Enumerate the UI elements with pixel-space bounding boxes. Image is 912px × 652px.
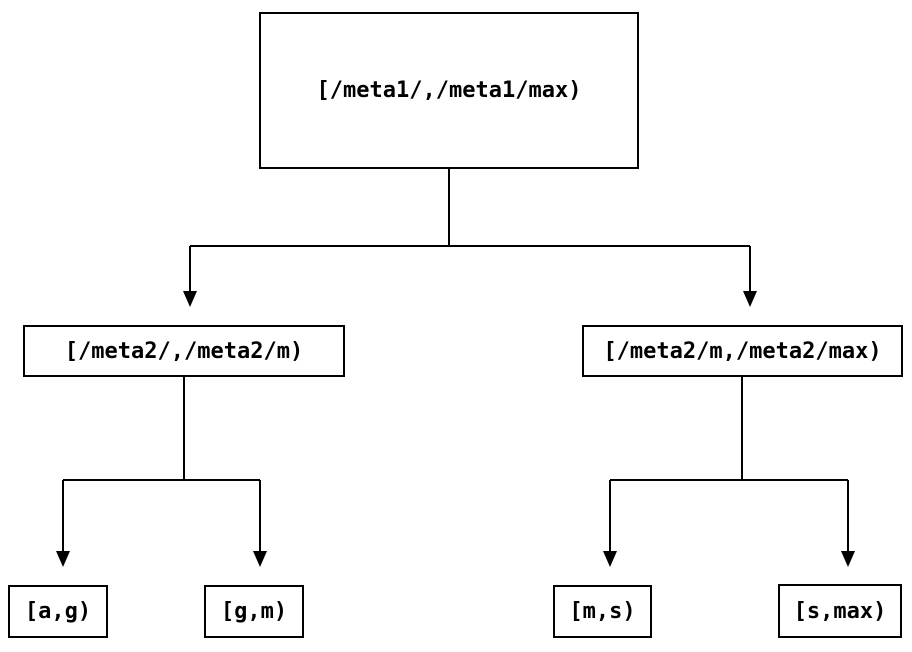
arrowhead-to-leaf-gm <box>253 551 267 567</box>
node-leaf-gm: [g,m) <box>204 585 304 638</box>
arrowhead-to-meta2-low <box>183 291 197 307</box>
node-leaf-ag: [a,g) <box>8 585 108 638</box>
node-leaf-ms: [m,s) <box>553 585 652 638</box>
node-meta2-low-range: [/meta2/,/meta2/m) <box>23 325 345 377</box>
edge-meta2-low-to-children <box>62 377 261 551</box>
node-meta2-high-range: [/meta2/m,/meta2/max) <box>582 325 903 377</box>
edge-root-to-children <box>189 169 751 291</box>
arrowhead-to-leaf-ag <box>56 551 70 567</box>
node-meta1-range: [/meta1/,/meta1/max) <box>259 12 639 169</box>
arrowhead-to-leaf-ms <box>603 551 617 567</box>
node-leaf-smax: [s,max) <box>778 584 902 638</box>
arrowhead-to-leaf-smax <box>841 551 855 567</box>
arrowhead-to-meta2-high <box>743 291 757 307</box>
edge-meta2-high-to-children <box>609 377 849 551</box>
